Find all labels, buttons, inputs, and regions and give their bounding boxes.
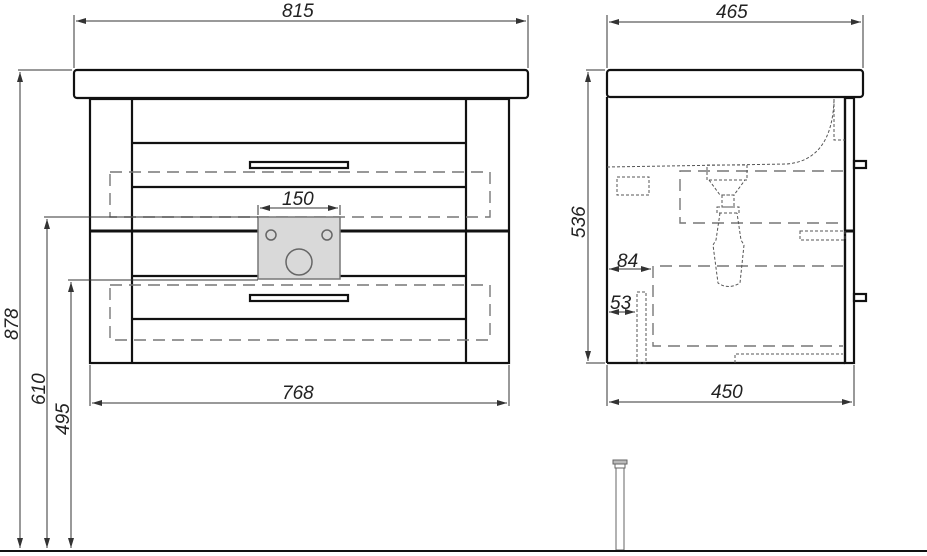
dim-lower-height: 495	[53, 403, 74, 435]
siphon	[706, 164, 748, 287]
side-dimensions: 465 450 536 84 53	[569, 2, 864, 406]
countertop-front	[72, 68, 530, 100]
countertop-side	[605, 68, 865, 99]
basin-outline	[606, 99, 835, 168]
drawer-handle-bottom	[248, 293, 350, 303]
dim-cabinet-height: 536	[569, 206, 590, 238]
dim-mount-plate-width: 150	[282, 189, 314, 210]
dim-offset-upper: 84	[617, 251, 638, 272]
side-handle-top	[852, 159, 868, 170]
dim-top-width: 815	[282, 1, 314, 22]
side-view	[605, 68, 868, 365]
front-view	[72, 68, 530, 365]
front-dimensions: 815 768 150 878 610 495	[2, 1, 529, 548]
floor-drain-pipe	[612, 459, 628, 551]
dim-cabinet-width: 768	[282, 383, 314, 404]
wall-fitting	[616, 176, 650, 196]
hidden-drawer-bottom	[109, 284, 491, 341]
dim-top-depth: 465	[716, 2, 748, 23]
dim-overall-height: 878	[2, 308, 23, 340]
dim-mount-height: 610	[29, 373, 50, 405]
drawer-handle-top	[248, 160, 350, 170]
side-handle-bottom	[852, 292, 868, 303]
dim-offset-lower: 53	[610, 293, 632, 314]
dim-cabinet-depth: 450	[711, 382, 743, 403]
mount-plate	[257, 216, 341, 280]
